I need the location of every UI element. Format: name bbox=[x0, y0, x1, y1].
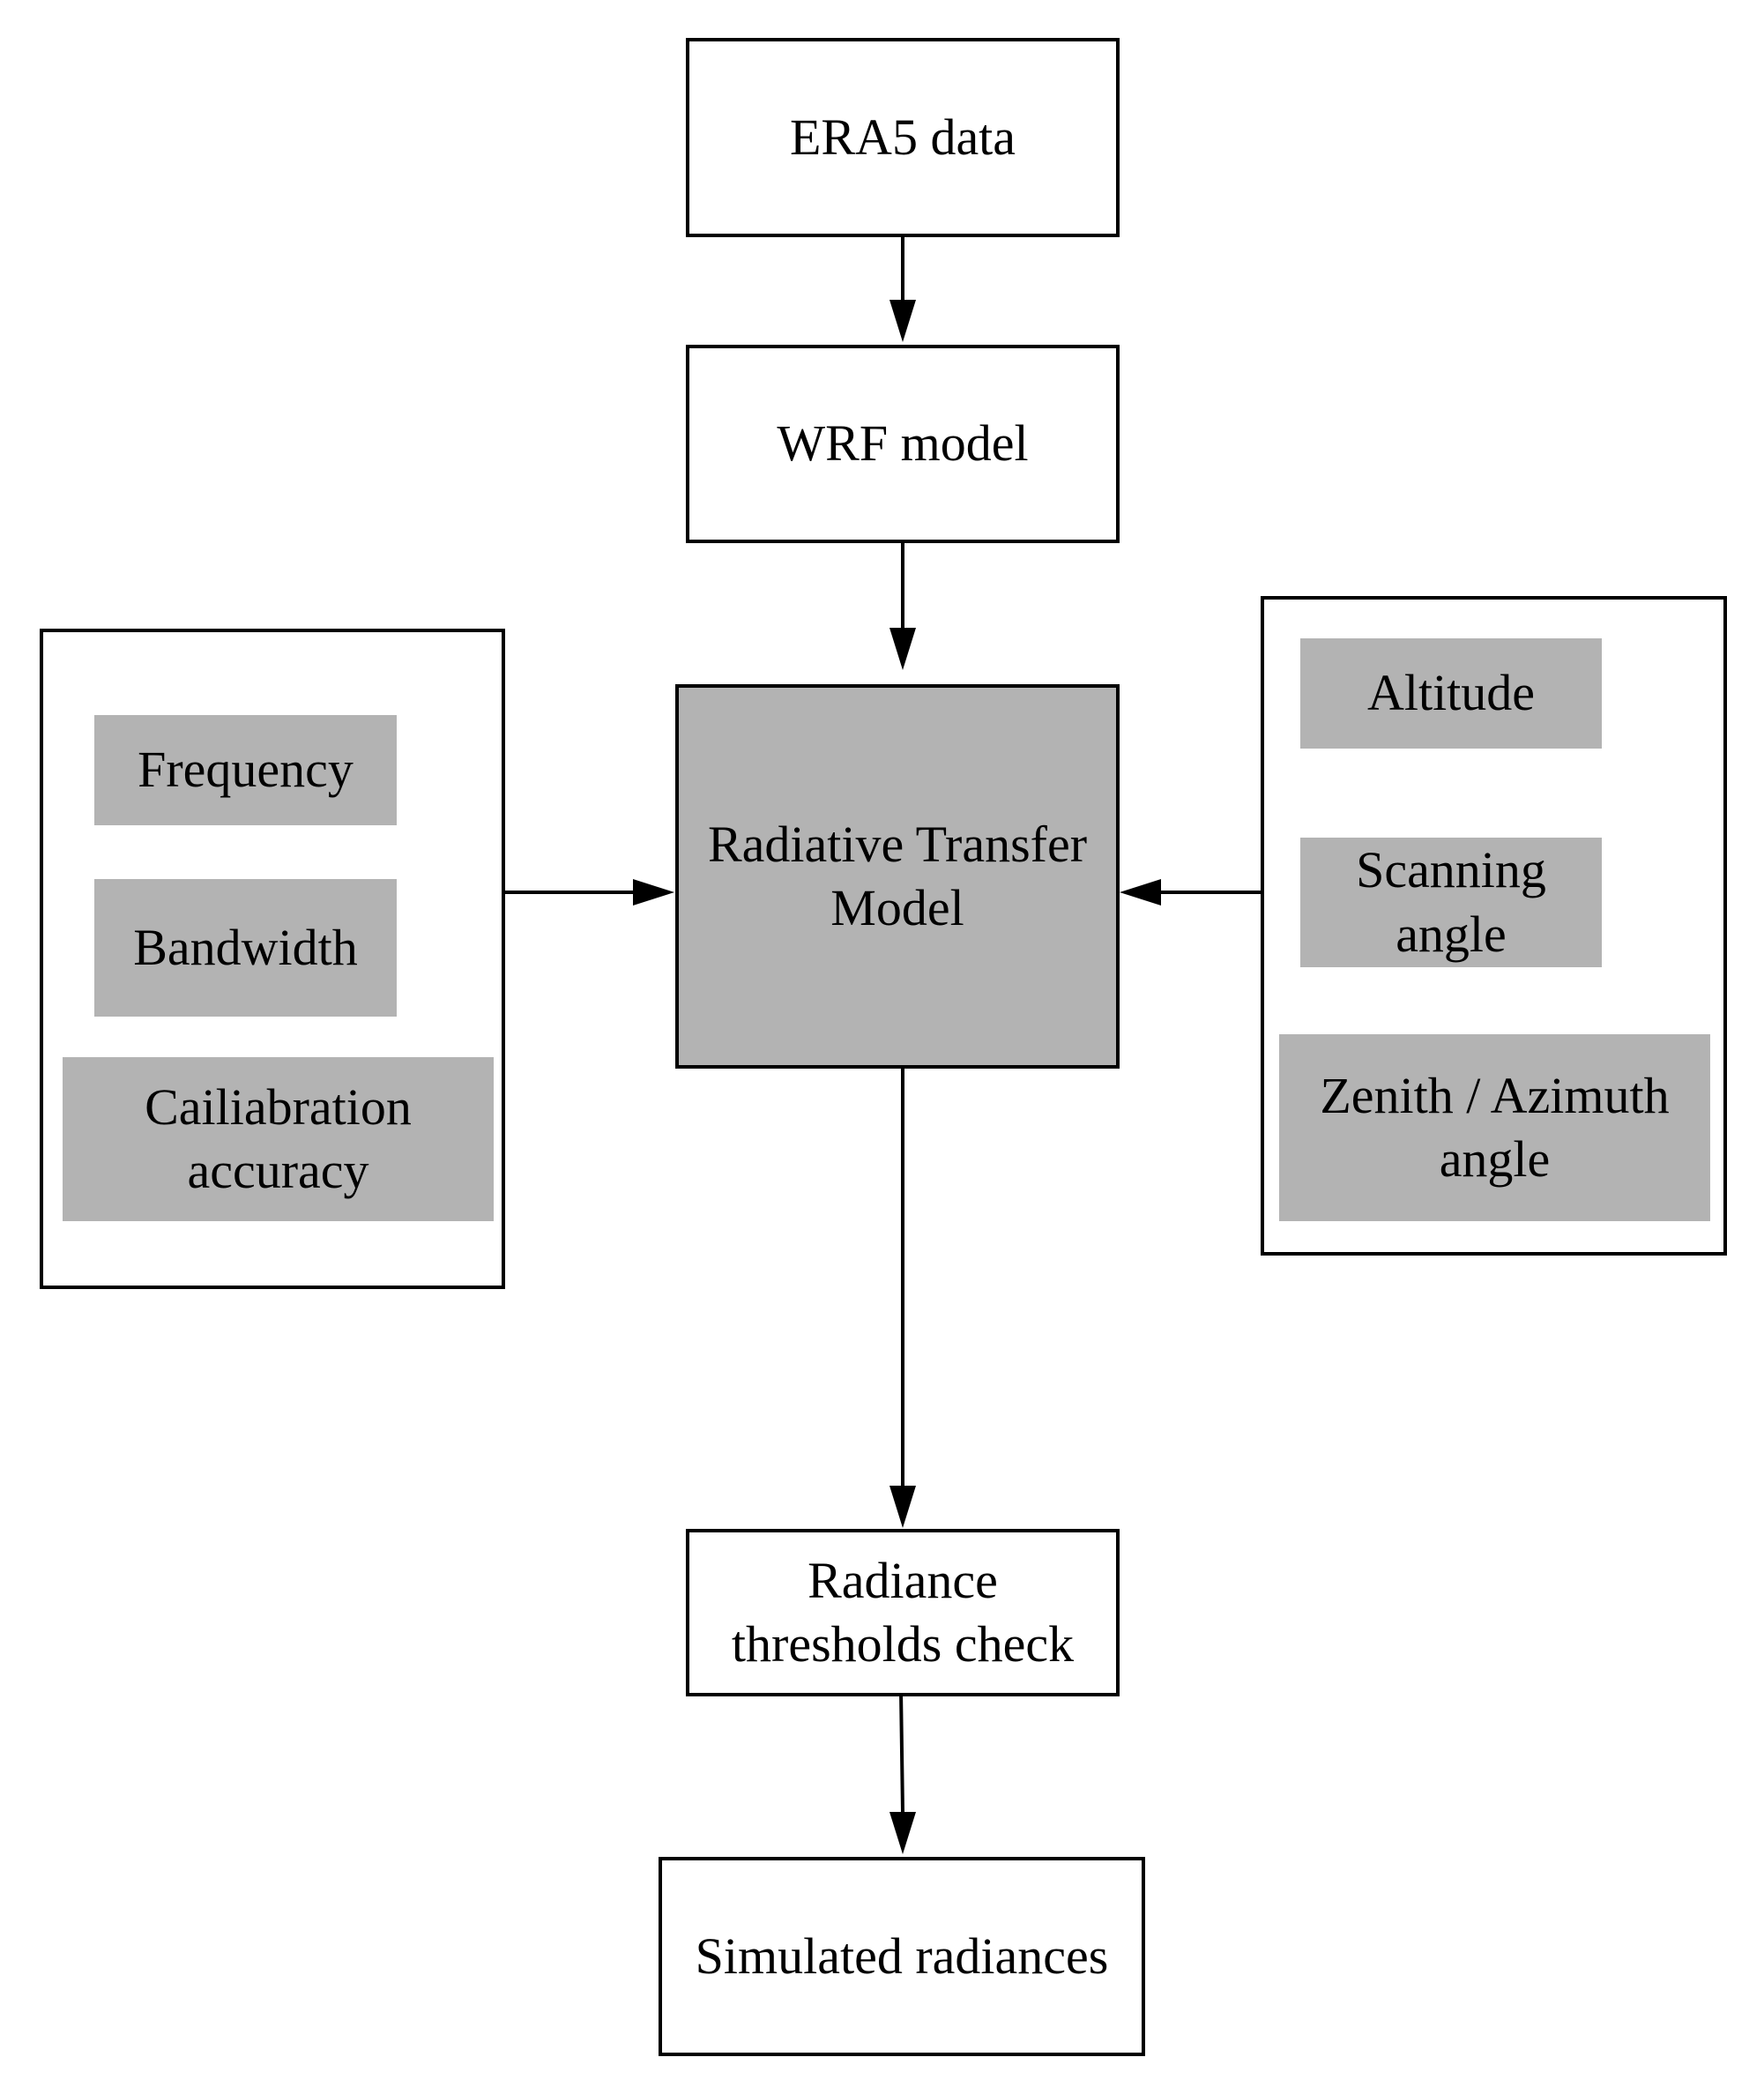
era5-data-box: ERA5 data bbox=[686, 38, 1120, 237]
arrow-wrf-to-rtm bbox=[889, 542, 916, 670]
wrf-model-label: WRF model bbox=[777, 414, 1029, 473]
frequency-parameter: Frequency bbox=[94, 715, 397, 825]
frequency-label: Frequency bbox=[138, 741, 354, 799]
era5-data-label: ERA5 data bbox=[789, 108, 1016, 166]
altitude-label: Altitude bbox=[1366, 664, 1536, 722]
calibration-accuracy-label: Cailiabration accuracy bbox=[145, 1077, 412, 1200]
altitude-parameter: Altitude bbox=[1300, 638, 1602, 749]
arrow-left-group-to-rtm bbox=[503, 879, 674, 906]
scanning-angle-label: Scanning angle bbox=[1356, 841, 1546, 963]
arrow-era5-to-wrf bbox=[889, 236, 916, 342]
arrow-rtm-to-check bbox=[889, 1067, 916, 1528]
arrow-right-group-to-rtm bbox=[1120, 879, 1262, 906]
simulated-radiances-box: Simulated radiances bbox=[659, 1857, 1145, 2056]
radiative-transfer-model-box: Radiative Transfer Model bbox=[675, 684, 1120, 1069]
scanning-angle-parameter: Scanning angle bbox=[1300, 838, 1602, 967]
wrf-model-box: WRF model bbox=[686, 345, 1120, 543]
radiative-transfer-model-label: Radiative Transfer Model bbox=[707, 815, 1088, 937]
arrow-check-to-output bbox=[889, 1690, 916, 1854]
zenith-azimuth-angle-parameter: Zenith / Azimuth angle bbox=[1279, 1034, 1710, 1221]
simulated-radiances-label: Simulated radiances bbox=[695, 1927, 1109, 1985]
bandwidth-label: Bandwidth bbox=[133, 918, 358, 976]
zenith-azimuth-angle-label: Zenith / Azimuth angle bbox=[1320, 1066, 1670, 1189]
calibration-accuracy-parameter: Cailiabration accuracy bbox=[63, 1057, 494, 1221]
radiance-thresholds-check-label: Radiance thresholds check bbox=[731, 1551, 1075, 1673]
radiance-thresholds-check-box: Radiance thresholds check bbox=[686, 1529, 1120, 1696]
bandwidth-parameter: Bandwidth bbox=[94, 879, 397, 1017]
